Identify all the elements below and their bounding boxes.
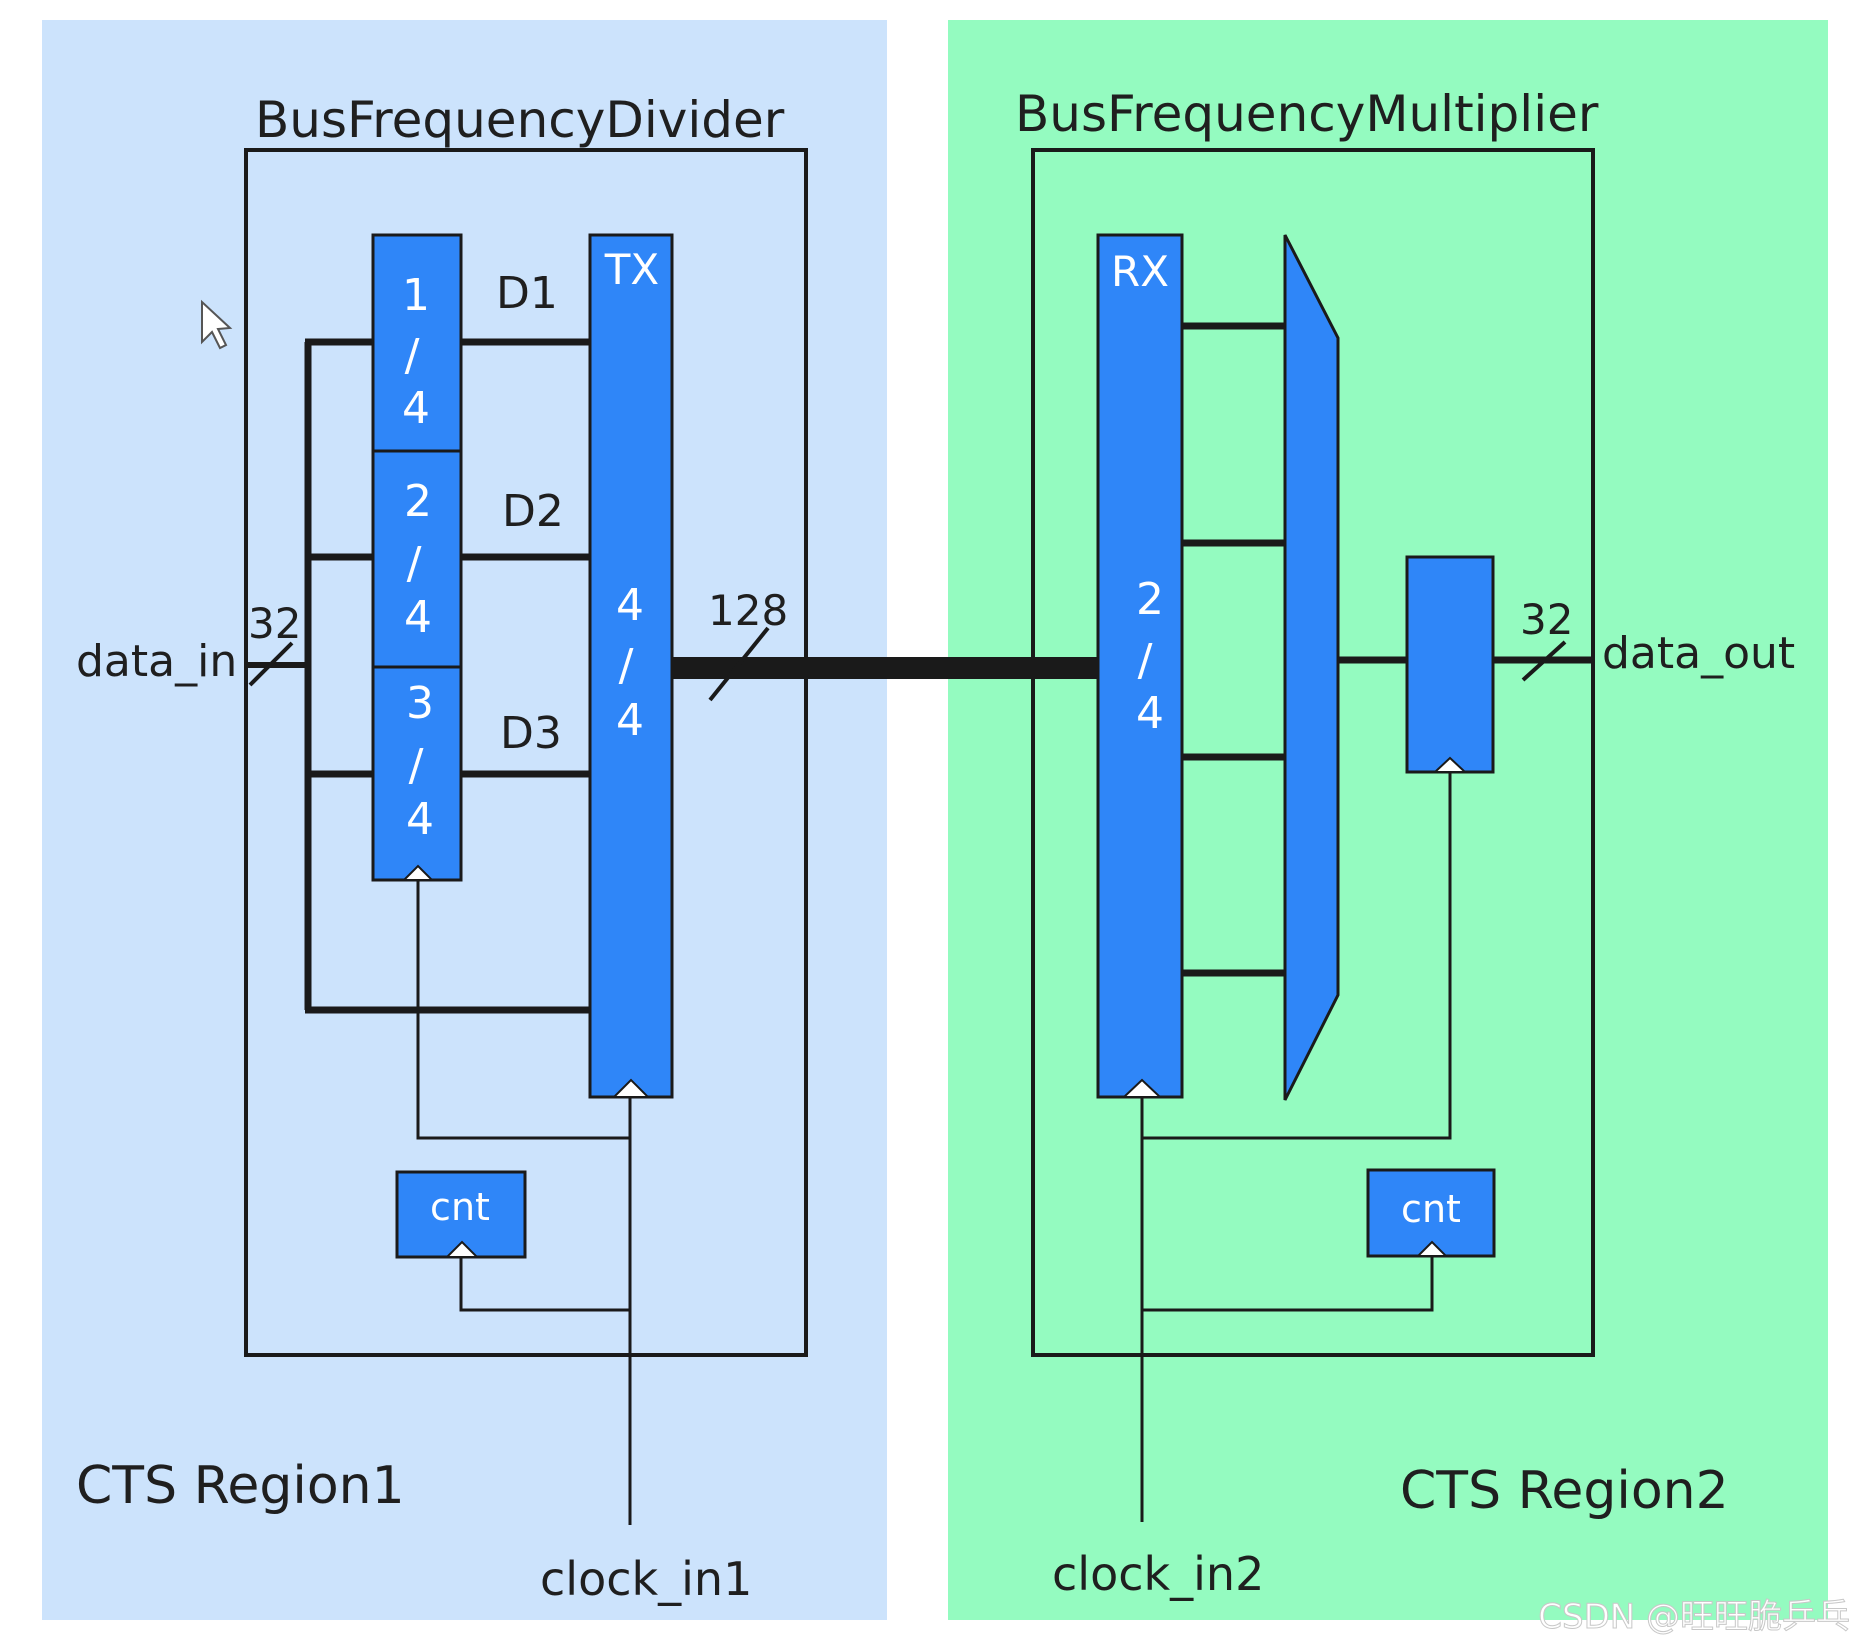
slice2-slash: / [407,538,422,589]
rx-slash: / [1138,635,1153,686]
data-out-width-label: 32 [1520,595,1573,644]
cts-region2-label: CTS Region2 [1400,1461,1729,1521]
tx-slash: / [619,640,634,691]
rx-num: 2 [1136,574,1164,625]
multiplier-title: BusFrequencyMultiplier [1015,85,1599,143]
tx-den: 4 [616,695,644,746]
divider-module-outline [244,148,808,1357]
tx-block [588,233,674,1099]
tx-clock-triangle [611,1078,651,1098]
multiplexer-block [1283,234,1340,1101]
d1-label: D1 [496,268,558,319]
multiplier-module-outline [1031,148,1595,1357]
tx-label: TX [604,245,659,294]
clock-in1-to-cnt [459,1255,630,1312]
cts-region2-area [948,20,1828,1620]
tx-num: 4 [616,580,644,631]
bus-width-label: 128 [708,586,788,635]
slice2-num: 2 [404,476,432,527]
rx-den: 4 [1136,688,1164,739]
data-in-label: data_in [76,636,237,687]
rx-label: RX [1111,247,1169,296]
clock-in1-to-slices [416,880,630,1140]
output-register-block [1405,555,1495,774]
clock-in2-label: clock_in2 [1052,1547,1264,1601]
divider-cnt-clock-triangle [444,1240,480,1258]
output-register-clock-triangle [1432,756,1468,773]
data-in-width-tick [248,641,294,687]
clock-in2-to-reg [1142,772,1452,1140]
clock-in2-to-cnt [1142,1255,1434,1312]
divider-title: BusFrequencyDivider [255,91,785,149]
slice2-den: 4 [404,592,432,643]
cts-region1-label: CTS Region1 [76,1456,405,1516]
data-in-width-label: 32 [248,599,301,648]
multiplier-cnt-clock-triangle [1415,1240,1449,1257]
divider-cnt-label: cnt [430,1185,490,1229]
rx-block [1096,233,1184,1099]
rx-clock-triangle [1121,1078,1163,1098]
bus-128-width-tick [708,626,770,702]
multiplier-cnt-label: cnt [1401,1187,1461,1231]
clock-in1-label: clock_in1 [540,1552,752,1606]
d3-label: D3 [500,708,562,759]
d2-label: D2 [502,486,564,537]
data-out-label: data_out [1602,628,1795,679]
mouse-cursor-icon [201,299,233,350]
data-out-width-tick [1521,640,1567,682]
watermark: CSDN @旺旺脆乒乓 [1538,1597,1850,1637]
cts-region1-area [42,20,887,1620]
slice1-den: 4 [402,383,430,434]
slice-clock-triangle [401,864,435,881]
slice3-den: 4 [406,794,434,845]
slice3-num: 3 [406,678,434,729]
slice1-slash: / [405,330,420,381]
slice3-slash: / [409,740,424,791]
slice1-num: 1 [402,270,430,321]
